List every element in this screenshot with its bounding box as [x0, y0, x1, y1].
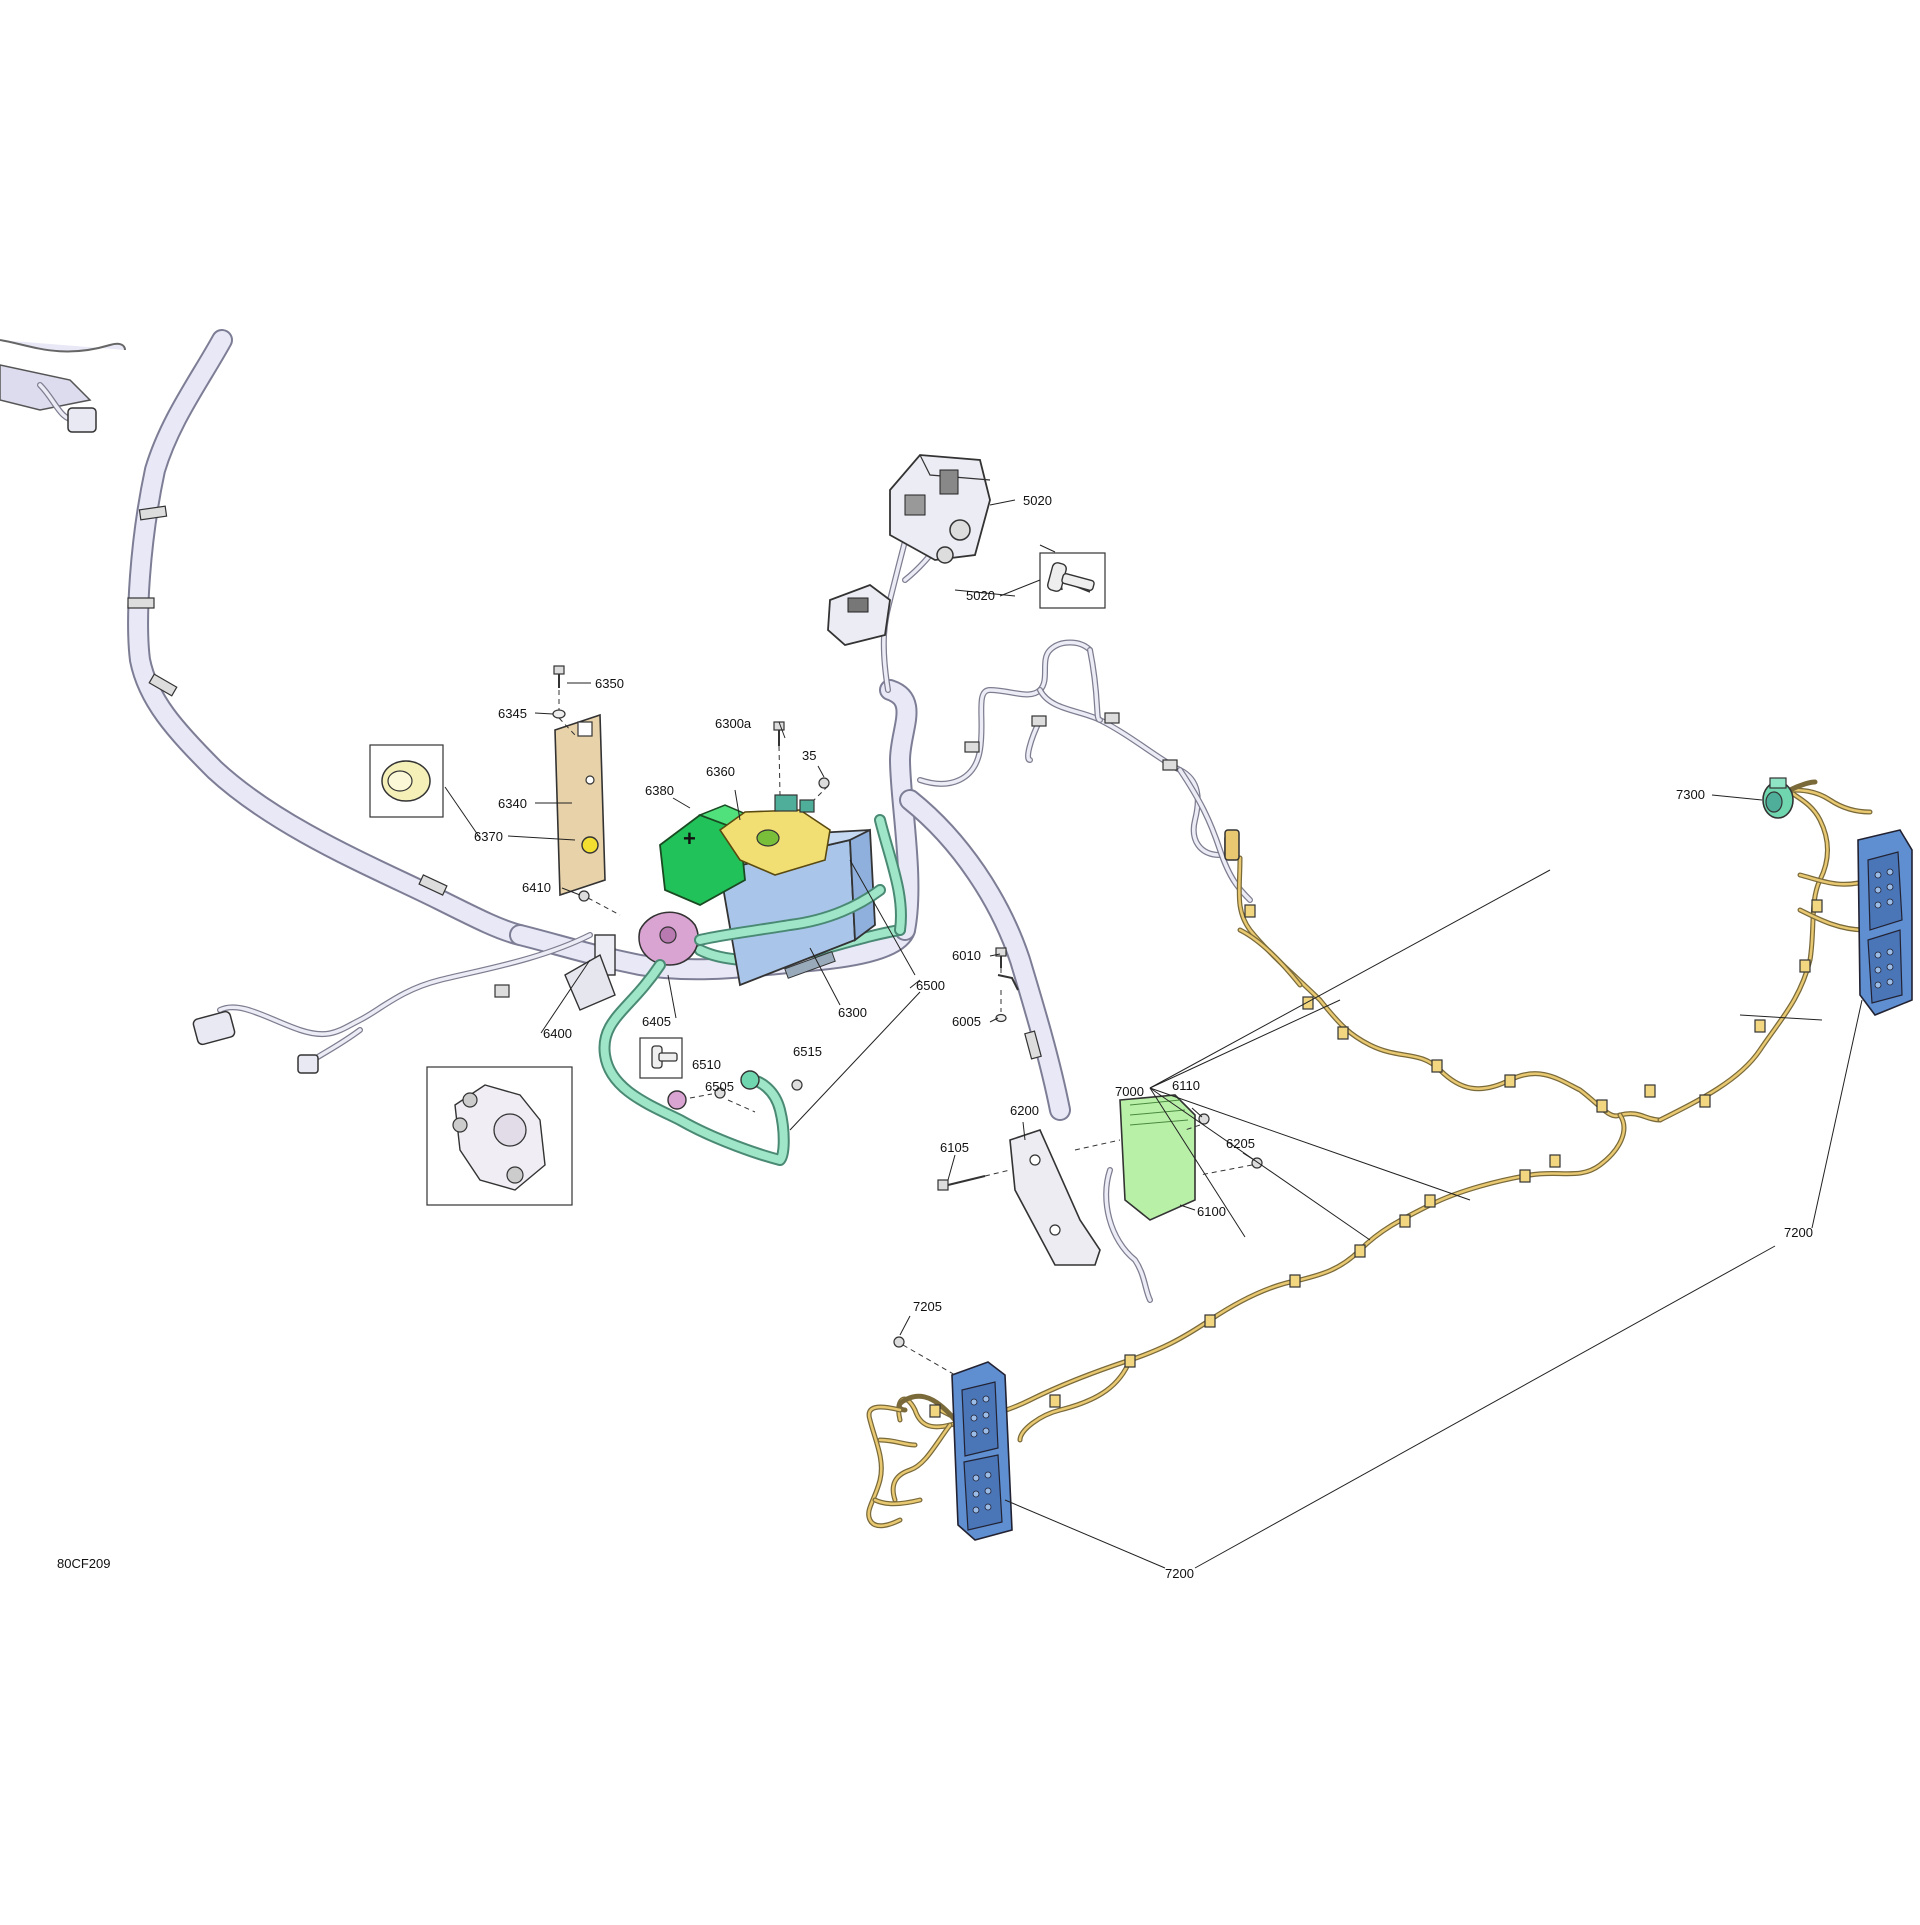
callout-7000: 7000	[1115, 1084, 1144, 1099]
callout-35: 35	[802, 748, 816, 763]
bolt-6300a	[773, 721, 785, 746]
connector-icon	[192, 1010, 236, 1046]
callout-5020: 5020	[1023, 493, 1052, 508]
callout-6345: 6345	[498, 706, 527, 721]
callout-6205: 6205	[1226, 1136, 1255, 1151]
callout-6510: 6510	[692, 1057, 721, 1072]
callout-6300a: 6300a	[715, 716, 752, 731]
battery-cable	[598, 884, 886, 1166]
callout-6405: 6405	[642, 1014, 671, 1029]
callout-6005: 6005	[952, 1014, 981, 1029]
bolt-6350	[553, 665, 565, 688]
washer-6345	[552, 709, 566, 719]
nut-35	[818, 777, 830, 789]
callout-7205: 7205	[913, 1299, 942, 1314]
battery-assembly: +	[659, 794, 907, 987]
callout-6105: 6105	[940, 1140, 969, 1155]
callout-6380: 6380	[645, 783, 674, 798]
callout-6110: 6110	[1172, 1078, 1200, 1093]
relay-icon	[827, 583, 891, 646]
accessory-socket	[1762, 777, 1818, 819]
callout-labels: 5020 5020 6350 6345 6300a 35 6380 6360 6…	[474, 493, 1813, 1581]
callout-6300: 6300	[838, 1005, 867, 1020]
inset-bolt-5020	[1039, 552, 1106, 609]
callout-6340: 6340	[498, 796, 527, 811]
callout-6370: 6370	[474, 829, 503, 844]
nut-7205	[893, 1336, 905, 1348]
connector-icon	[67, 407, 97, 433]
electronic-module	[1103, 1094, 1196, 1303]
callout-6515: 6515	[793, 1044, 822, 1059]
hardware	[552, 665, 1263, 1348]
nut-6505	[714, 1087, 726, 1099]
callout-7200-left: 7200	[1165, 1566, 1194, 1581]
callout-6010: 6010	[952, 948, 981, 963]
main-harness	[127, 329, 1071, 1121]
module-bracket	[1009, 1129, 1101, 1266]
callout-6100: 6100	[1197, 1204, 1226, 1219]
figure-code: 80CF209	[57, 1556, 110, 1571]
top-left-harness-branch	[0, 339, 126, 433]
callout-6200: 6200	[1010, 1103, 1039, 1118]
battery-positive-symbol: +	[683, 826, 696, 851]
leader-lines	[444, 499, 1863, 1569]
connector-icon	[297, 1054, 319, 1074]
callout-6505: 6505	[705, 1079, 734, 1094]
tail-light-right	[1857, 829, 1913, 1016]
bolt-6010	[995, 947, 1007, 968]
nut-6410	[578, 890, 590, 902]
inset-bolt-6405	[639, 1037, 683, 1079]
bracket	[554, 713, 606, 897]
callout-6350: 6350	[595, 676, 624, 691]
inset-grommet-6370	[369, 744, 444, 818]
callout-5020-bolt: 5020	[966, 588, 995, 603]
callout-6360: 6360	[706, 764, 735, 779]
connector-icon	[1224, 829, 1240, 861]
callout-7300: 7300	[1676, 787, 1705, 802]
left-branch-wire	[192, 932, 593, 1074]
tail-light-left	[951, 1361, 1013, 1541]
callout-6500: 6500	[916, 978, 945, 993]
inset-solenoid-6400	[426, 1066, 573, 1206]
callout-6400: 6400	[543, 1026, 572, 1041]
tail-light-harness	[866, 787, 1873, 1529]
relay-box	[827, 454, 991, 646]
washer-6005	[995, 1013, 1007, 1023]
starter-solenoid	[564, 911, 699, 1011]
callout-7200-right: 7200	[1784, 1225, 1813, 1240]
nut-6515	[791, 1079, 803, 1091]
bolt-6105	[937, 1175, 986, 1191]
callout-6410: 6410	[522, 880, 551, 895]
alignment-lines	[558, 690, 1253, 1376]
